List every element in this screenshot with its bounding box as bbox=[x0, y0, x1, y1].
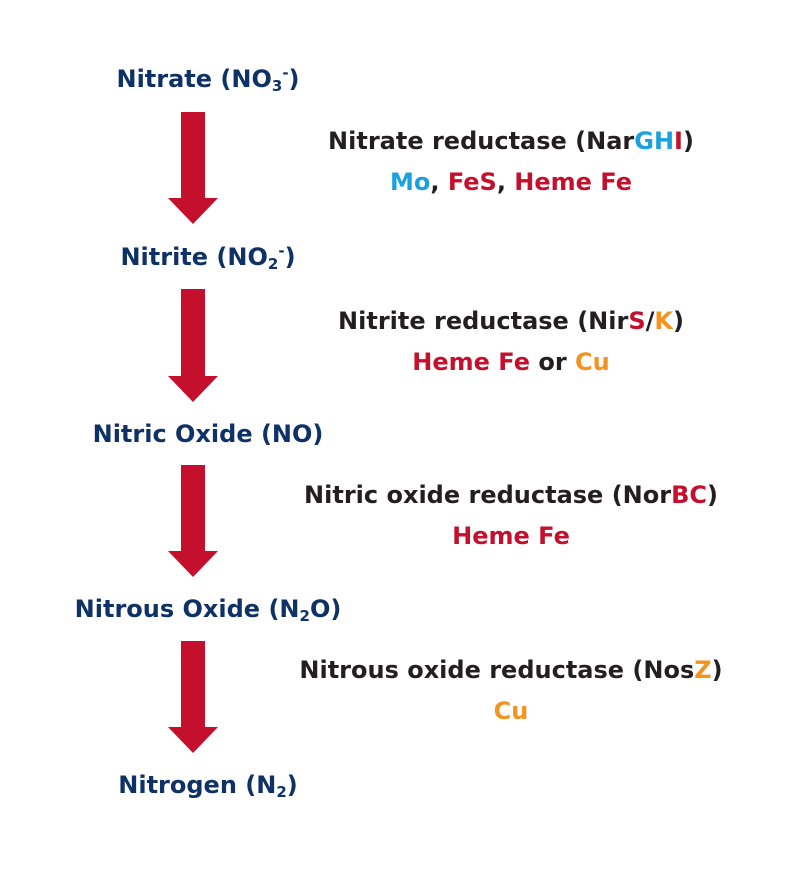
enzyme-name: Nitric oxide reductase bbox=[304, 481, 604, 509]
cofactor-cu: Cu bbox=[493, 697, 529, 725]
compound-nitrite: Nitrite (NO2-) bbox=[120, 242, 295, 272]
cofactor-fes: FeS bbox=[447, 168, 497, 196]
cofactor-heme-fe: Heme Fe bbox=[412, 348, 530, 376]
compound-nitrous-oxide: Nitrous Oxide (N2O) bbox=[75, 594, 342, 624]
enzyme-step-nitrous-oxide-reductase: Nitrous oxide reductase (NosZ) Cu bbox=[299, 650, 722, 732]
enzyme-line: Nitrite reductase (NirS/K) bbox=[338, 301, 684, 342]
enzyme-line: Nitrous oxide reductase (NosZ) bbox=[299, 650, 722, 691]
down-arrow-icon bbox=[168, 465, 218, 577]
compound-nitric-oxide: Nitric Oxide (NO) bbox=[93, 419, 324, 449]
compound-name: Nitrate bbox=[116, 65, 213, 93]
enzyme-step-nitric-oxide-reductase: Nitric oxide reductase (NorBC) Heme Fe bbox=[304, 475, 718, 557]
compound-name: Nitrite bbox=[120, 243, 209, 271]
enzyme-name: Nitrate reductase bbox=[328, 127, 567, 155]
down-arrow-icon bbox=[168, 641, 218, 753]
enzyme-genes: (NosZ) bbox=[632, 656, 723, 684]
compound-nitrogen: Nitrogen (N2) bbox=[118, 770, 297, 800]
enzyme-line: Nitric oxide reductase (NorBC) bbox=[304, 475, 718, 516]
enzyme-genes: (NarGHI) bbox=[575, 127, 694, 155]
cofactor-line: Heme Fe bbox=[304, 516, 718, 557]
cofactor-heme-fe: Heme Fe bbox=[452, 522, 570, 550]
compound-name: Nitrogen bbox=[118, 771, 237, 799]
cofactor-heme-fe: Heme Fe bbox=[514, 168, 633, 196]
compound-name: Nitric Oxide bbox=[92, 420, 253, 448]
cofactor-mo: Mo bbox=[389, 168, 431, 196]
enzyme-name: Nitrous oxide reductase bbox=[299, 656, 625, 684]
cofactor-line: Heme Fe or Cu bbox=[412, 348, 610, 376]
down-arrow-icon bbox=[168, 289, 218, 402]
down-arrow-icon bbox=[168, 112, 218, 224]
enzyme-line: Nitrate reductase (NarGHI) bbox=[328, 121, 694, 162]
compound-formula: (NO3-) bbox=[220, 64, 300, 95]
compound-formula: (NO2-) bbox=[216, 242, 296, 273]
enzyme-step-nitrate-reductase: Nitrate reductase (NarGHI) Mo, FeS, Heme… bbox=[328, 121, 694, 203]
enzyme-name: Nitrite reductase bbox=[338, 307, 569, 335]
compound-formula: (N2O) bbox=[268, 595, 342, 625]
enzyme-step-nitrite-reductase: Nitrite reductase (NirS/K) Heme Fe or Cu bbox=[338, 301, 684, 383]
compound-formula: (N2) bbox=[245, 771, 298, 801]
enzyme-genes: (NirS/K) bbox=[577, 307, 684, 335]
compound-name: Nitrous Oxide bbox=[74, 595, 261, 623]
compound-formula: (NO) bbox=[260, 420, 324, 448]
enzyme-genes: (NorBC) bbox=[611, 481, 718, 509]
cofactor-line: Mo, FeS, Heme Fe bbox=[389, 168, 633, 196]
compound-nitrate: Nitrate (NO3-) bbox=[116, 64, 299, 94]
cofactor-line: Cu bbox=[299, 691, 722, 732]
cofactor-cu: Cu bbox=[575, 348, 610, 376]
